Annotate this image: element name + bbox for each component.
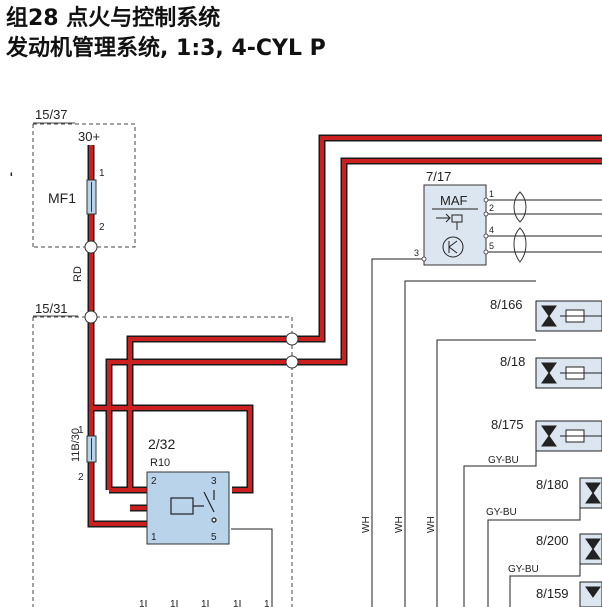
cable-fuse-pin-bottom: 2 xyxy=(78,472,84,483)
relay-pin-5: 5 xyxy=(211,532,217,543)
component-8-175-symbol xyxy=(535,420,602,452)
relay-pin-3: 3 xyxy=(211,476,217,487)
bottom-pin-4: 1 xyxy=(233,599,239,607)
maf-pin-1: 1 xyxy=(489,189,494,199)
cable-fuse-label: 11B/30 xyxy=(70,428,82,462)
relay-pin-1: 1 xyxy=(151,532,157,543)
fuse-pin-top: 1 xyxy=(99,168,105,179)
wire-color-rd: RD xyxy=(72,266,84,282)
maf-pin-2: 2 xyxy=(489,203,494,213)
cable-fuse-pin-top: 1 xyxy=(78,425,84,436)
component-8-18-symbol xyxy=(535,357,602,389)
bottom-pin-stubs xyxy=(145,600,241,607)
component-8-159-symbol xyxy=(579,581,602,607)
relay-ref: 2/32 xyxy=(148,436,175,452)
bottom-pin-3: 1 xyxy=(201,599,207,607)
relay-frame-ref: 15/31 xyxy=(35,301,68,316)
tick-mark: ˈ xyxy=(8,170,15,192)
page-title: 组28 点火与控制系统 xyxy=(6,6,221,31)
component-8-18-ref: 8/18 xyxy=(500,354,525,369)
relay-pin-2: 2 xyxy=(151,476,157,487)
bottom-pin-5: 1 xyxy=(264,599,270,607)
fuse-frame-ref: 15/37 xyxy=(35,107,68,122)
twisted-pair-symbols xyxy=(513,191,527,263)
fuse-supply-label: 30+ xyxy=(78,129,100,144)
wire-label-gy-bu-2: GY-BU xyxy=(486,507,517,518)
wire-label-gy-bu-3: GY-BU xyxy=(508,564,539,575)
fuse-pin-bottom: 2 xyxy=(99,222,105,233)
bottom-pin-2: 1 xyxy=(170,599,176,607)
maf-ref: 7/17 xyxy=(426,169,451,184)
relay-name: R10 xyxy=(150,457,170,469)
wire-label-wh-2: WH xyxy=(394,516,405,533)
wire-label-gy-bu-1: GY-BU xyxy=(488,455,519,466)
fuse-frame xyxy=(32,123,136,248)
relay-frame xyxy=(32,316,293,607)
component-8-175-ref: 8/175 xyxy=(491,417,524,432)
maf-pin-4: 4 xyxy=(489,225,494,235)
maf-pin-dots xyxy=(421,197,489,262)
bottom-pin-1: 1 xyxy=(139,599,145,607)
maf-pin-5: 5 xyxy=(489,241,494,251)
component-8-180-symbol xyxy=(579,477,602,509)
component-8-166-symbol xyxy=(535,300,602,332)
component-8-159-ref: 8/159 xyxy=(536,586,569,601)
maf-symbol xyxy=(432,208,478,258)
fuse-name: MF1 xyxy=(48,190,76,206)
relay-internals xyxy=(170,490,217,523)
component-8-200-ref: 8/200 xyxy=(536,533,569,548)
wire-label-wh-3: WH xyxy=(426,516,437,533)
component-8-166-ref: 8/166 xyxy=(490,297,523,312)
junctions xyxy=(84,240,299,369)
maf-pin-3: 3 xyxy=(414,248,419,258)
wire-label-wh-1: WH xyxy=(361,516,372,533)
maf-name: MAF xyxy=(440,193,468,208)
page-subtitle: 发动机管理系统, 1:3, 4-CYL P xyxy=(6,36,326,61)
component-8-200-symbol xyxy=(579,533,602,565)
component-8-180-ref: 8/180 xyxy=(536,477,569,492)
